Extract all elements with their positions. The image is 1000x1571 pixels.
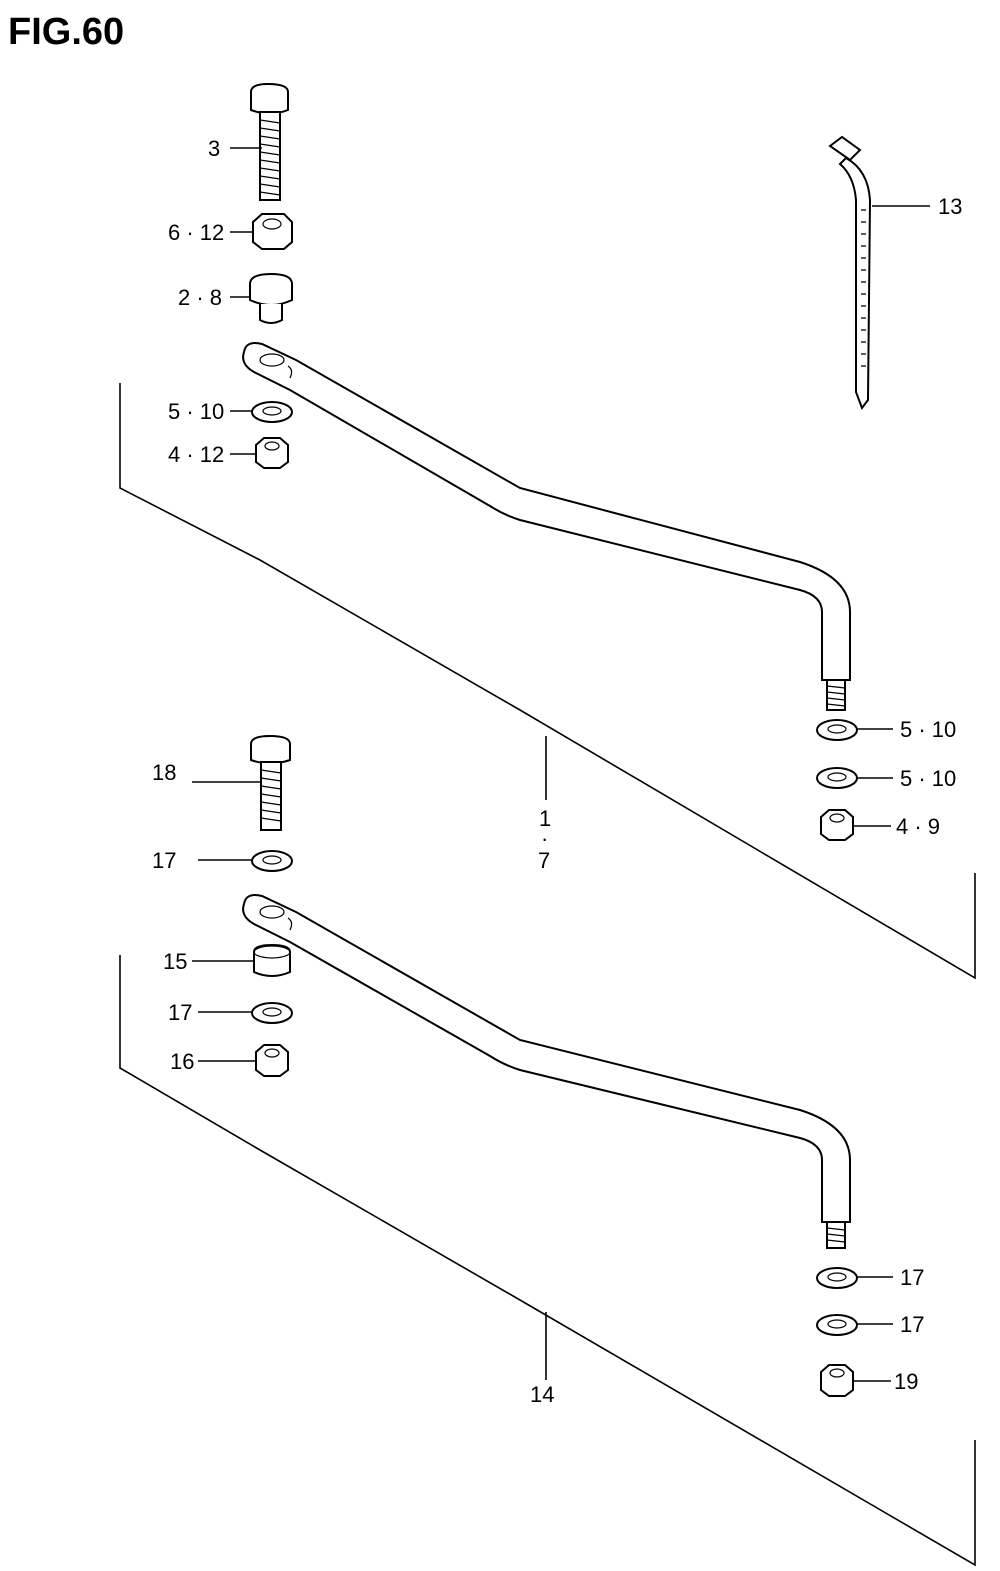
label-part-2-8: 2 · 8 [178, 285, 222, 310]
nut-icon [255, 437, 289, 469]
figure-title: FIG.60 [8, 11, 124, 53]
nut-icon [820, 1364, 854, 1397]
label-part-3: 3 [208, 136, 220, 161]
label-part-17-top: 17 [152, 848, 176, 873]
washer-icon [816, 767, 858, 789]
label-part-4-12: 4 · 12 [168, 442, 224, 467]
washer-icon [816, 719, 858, 741]
cable-tie-icon [828, 135, 872, 411]
label-part-14: 14 [530, 1382, 554, 1407]
label-part-17-a: 17 [900, 1265, 924, 1290]
label-part-19: 19 [894, 1369, 918, 1394]
label-part-4-9: 4 · 9 [896, 814, 940, 839]
washer-icon [251, 850, 293, 872]
label-separator: · [541, 826, 548, 851]
label-part-13: 13 [938, 194, 962, 219]
steering-rod-icon [242, 894, 851, 1249]
label-part-18: 18 [152, 760, 176, 785]
bolt-icon [250, 734, 291, 831]
bolt-icon [250, 82, 289, 201]
collar-icon [253, 943, 291, 977]
label-part-1: 1 [539, 806, 551, 831]
nut-icon [255, 1044, 289, 1077]
label-part-16: 16 [170, 1049, 194, 1074]
washer-icon [816, 1314, 858, 1336]
label-part-17-b: 17 [900, 1312, 924, 1337]
label-part-6-12: 6 · 12 [168, 220, 224, 245]
label-part-15: 15 [163, 949, 187, 974]
washer-icon [251, 401, 293, 423]
group-bracket-lower [119, 955, 976, 1567]
label-part-17-mid: 17 [168, 1000, 192, 1025]
label-part-5-10-b: 5 · 10 [900, 766, 956, 791]
label-part-5-10-a: 5 · 10 [900, 717, 956, 742]
group-bracket-upper [119, 383, 976, 980]
steering-rod-icon [242, 342, 851, 711]
nut-icon [252, 213, 293, 250]
washer-icon [251, 1002, 293, 1024]
label-part-5-10-top: 5 · 10 [168, 399, 224, 424]
collar-icon [249, 272, 293, 324]
washer-icon [816, 1267, 858, 1289]
nut-icon [820, 809, 854, 841]
label-part-7: 7 [538, 848, 550, 873]
